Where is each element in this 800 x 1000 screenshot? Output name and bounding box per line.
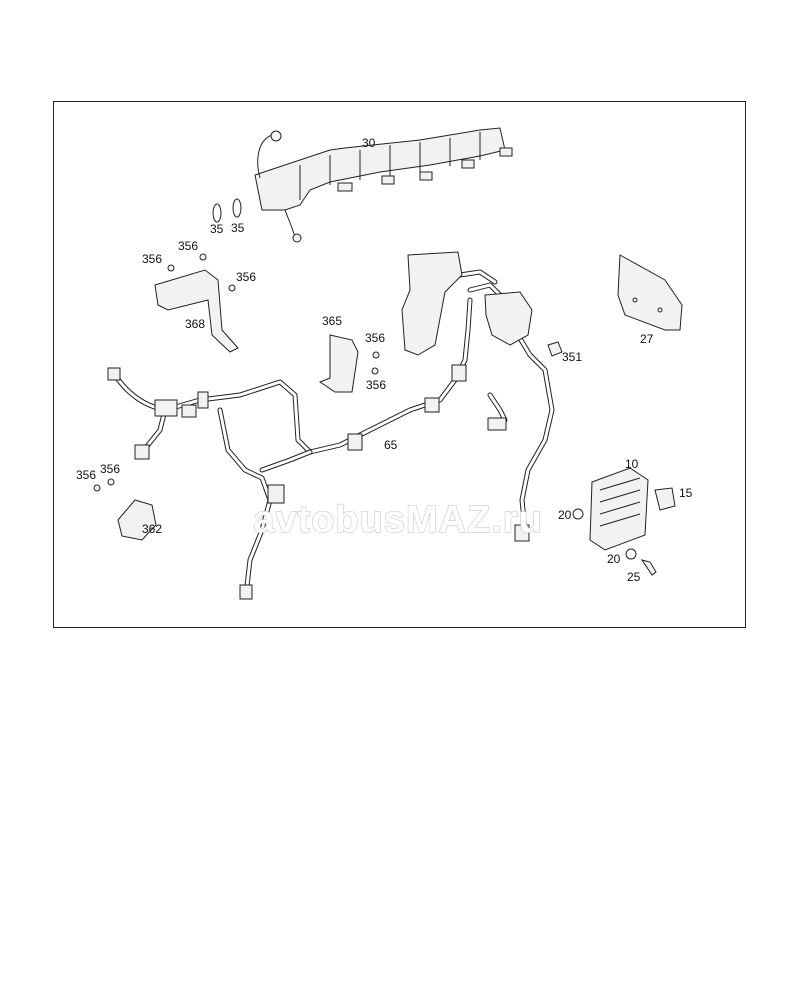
callout-15: 15 (679, 486, 693, 500)
part-25-bolt (640, 559, 657, 576)
callout-20-lower: 20 (607, 552, 621, 566)
callout-65: 65 (384, 438, 398, 452)
callout-25: 25 (627, 570, 641, 584)
part-365-bracket (318, 334, 380, 393)
part-368-bracket (154, 253, 239, 353)
part-30-wiring-rail (254, 127, 513, 243)
callout-356-top-right: 356 (236, 270, 256, 284)
part-351-clip (547, 341, 563, 357)
callout-365: 365 (322, 314, 342, 328)
watermark: avtobusMAZ.ru (253, 499, 543, 541)
callout-20-upper: 20 (558, 508, 572, 522)
callout-362: 362 (142, 522, 162, 536)
callout-labels: 30 35 35 356 356 356 368 365 356 356 351… (76, 136, 693, 584)
callout-30: 30 (362, 136, 376, 150)
callout-27: 27 (640, 332, 654, 346)
part-15-cap (654, 487, 676, 511)
callout-356-mid-lower: 356 (366, 378, 386, 392)
callout-356-left-b: 356 (100, 462, 120, 476)
callout-35-left: 35 (210, 222, 224, 236)
callout-10: 10 (625, 457, 639, 471)
callout-35-right: 35 (231, 221, 245, 235)
part-362-bracket (93, 478, 157, 541)
callout-356-mid-upper: 356 (365, 331, 385, 345)
callout-351: 351 (562, 350, 582, 364)
callout-356-left-a: 356 (76, 468, 96, 482)
callout-356-top-mid: 356 (178, 239, 198, 253)
part-35-o-rings (212, 198, 242, 223)
part-10-control-unit (589, 467, 649, 551)
part-27-cover-plate (617, 254, 683, 331)
callout-356-top-left: 356 (142, 252, 162, 266)
callout-368: 368 (185, 317, 205, 331)
part-65-main-harness (107, 251, 555, 600)
part-20-washers (572, 508, 637, 560)
